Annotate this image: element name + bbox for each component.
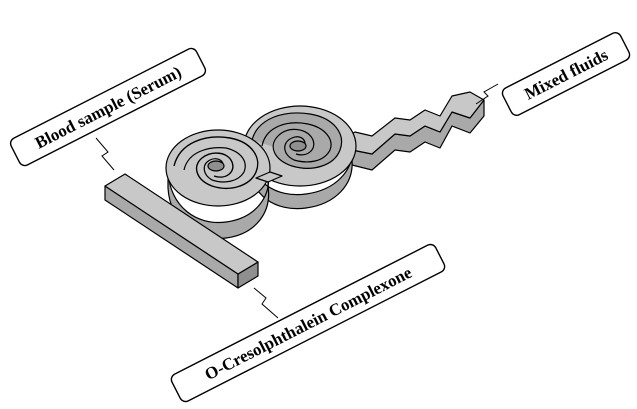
blood-sample-label-text: Blood sample (Serum) — [32, 62, 185, 152]
spiral-connector — [255, 171, 283, 183]
serpentine-outlet-channel — [339, 91, 485, 171]
reagent-leader-line — [253, 287, 279, 319]
t-junction-inlet-bar — [104, 173, 259, 289]
spiral-mixer-2 — [243, 105, 357, 210]
microfluidic-channel — [104, 91, 485, 289]
mixed-fluids-leader-line — [475, 83, 499, 105]
blood-sample-leader-line — [95, 137, 115, 171]
mixed-fluids-label: Mixed fluids — [501, 32, 631, 116]
